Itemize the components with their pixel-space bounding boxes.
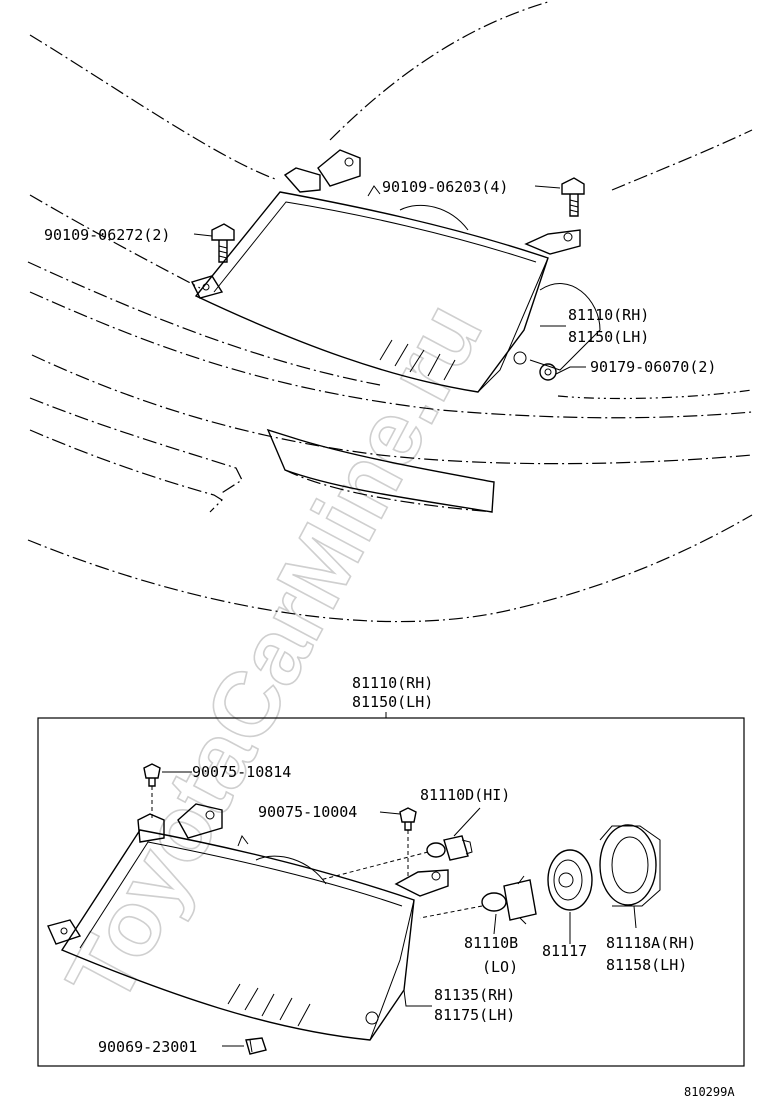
label-81110-rh-top: 81110(RH): [568, 306, 649, 324]
label-81158-lh: 81158(LH): [606, 956, 687, 974]
label-81175-lh: 81175(LH): [434, 1006, 515, 1024]
top-leader-lines: [193, 185, 586, 375]
bulb-hi-icon: [426, 835, 473, 861]
screw-icon-mid: [399, 807, 417, 831]
vehicle-body-outline: [27, 1, 753, 623]
detail-frame: [37, 717, 745, 1067]
label-lo-note: (LO): [482, 958, 518, 976]
label-81150-lh-top: 81150(LH): [568, 328, 649, 346]
bulb-lo-icon: [481, 875, 537, 925]
cover-icon: [599, 824, 661, 907]
label-81110B: 81110B: [464, 934, 518, 952]
label-81135-rh: 81135(RH): [434, 986, 515, 1004]
watermark: ToyotaCarMine.ru: [48, 287, 502, 1019]
detail-header-lh: 81150(LH): [352, 693, 433, 711]
label-90069-23001: 90069-23001: [98, 1038, 197, 1056]
label-90075-10814: 90075-10814: [192, 763, 291, 781]
figure-code: 810299A: [684, 1085, 735, 1099]
label-81110D-hi: 81110D(HI): [420, 786, 510, 804]
detail-leader-lines: [162, 771, 637, 1047]
label-90109-06203: 90109-06203(4): [382, 178, 508, 196]
label-90109-06272: 90109-06272(2): [44, 226, 170, 244]
label-81117: 81117: [542, 942, 587, 960]
socket-icon: [547, 849, 593, 911]
label-90075-10004: 90075-10004: [258, 803, 357, 821]
label-81118A-rh: 81118A(RH): [606, 934, 696, 952]
bolt-icon-upper: [561, 177, 585, 217]
detail-header-rh: 81110(RH): [352, 674, 433, 692]
headlamp-assembly-top: [191, 149, 601, 393]
nut-icon-bottom: [245, 1037, 267, 1055]
label-90179-06070: 90179-06070(2): [590, 358, 716, 376]
nut-icon-top: [539, 363, 557, 381]
bolt-icon-left: [211, 223, 235, 263]
